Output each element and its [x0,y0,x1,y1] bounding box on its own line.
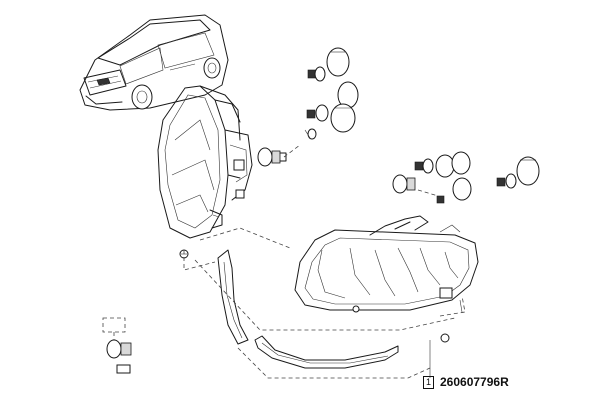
car-illustration [79,14,229,111]
headlamp-front-view [294,215,479,343]
bulb-sockets-right [392,151,540,204]
part-number-callout: 1 260607796R [423,375,509,389]
trim-strip-vertical [217,249,249,345]
bulb-detail [102,317,132,374]
trim-strip-lower [254,335,399,369]
callout-index-box: 1 [423,375,434,389]
assembly-guide-lines [183,144,466,379]
part-number-label: 260607796R [440,375,509,389]
side-bulb [257,147,287,167]
bulb-sockets-upper [304,47,359,140]
headlamp-side-view [157,85,253,239]
